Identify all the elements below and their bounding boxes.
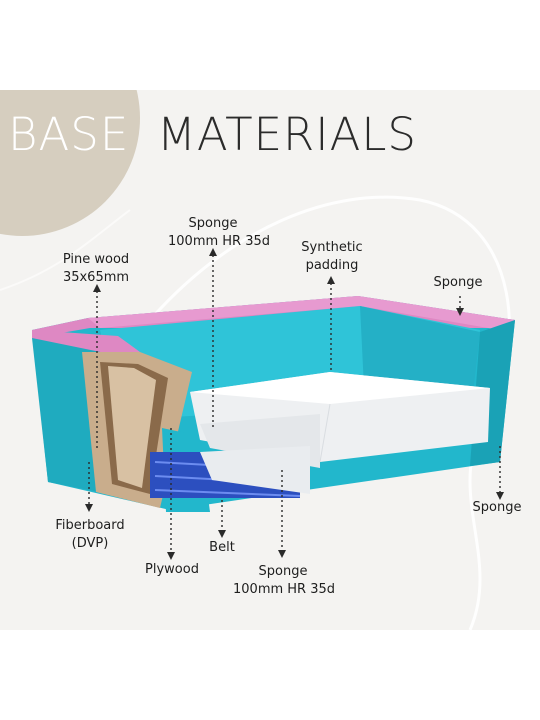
label-pine-wood: Pine wood 35x65mm [40,251,152,287]
label-synthetic-line1: Synthetic [301,240,363,255]
label-plywood: Plywood [145,562,199,577]
wood-inner-panel [108,366,156,488]
label-sponge-right-bottom: Sponge [472,500,522,515]
padding-seam [319,403,331,463]
label-sponge-top-line2: 100mm HR 35d [168,234,271,249]
label-belt: Belt [209,540,235,555]
leader-lines [88,250,501,556]
beige-circle [0,90,140,236]
padding-top-face [190,372,490,404]
label-pine-wood-line1: Pine wood [62,252,130,267]
label-sponge-bottom: Sponge 100mm HR 35d [233,563,336,599]
label-sponge-right-top: Sponge [433,275,483,290]
title-word-base: BASE [8,108,130,161]
label-fiberboard: Fiberboard (DVP) [40,517,140,553]
label-synthetic-padding: Synthetic padding [286,239,378,275]
label-fiberboard-line2: (DVP) [71,536,109,551]
background-decoration [0,90,511,630]
title-word-materials: MATERIALS [157,108,417,161]
decorative-curve-small [0,209,131,291]
label-sponge-bottom-line1: Sponge [258,564,308,579]
label-sponge-top: Sponge 100mm HR 35d [168,215,271,251]
label-sponge-top-line1: Sponge [188,216,238,231]
label-synthetic-line2: padding [305,258,359,273]
label-pine-wood-line2: 35x65mm [62,270,130,285]
label-sponge-bottom-line2: 100mm HR 35d [233,582,336,597]
label-fiberboard-line1: Fiberboard [55,518,125,533]
leader-arrowheads [85,248,504,560]
pink-top-highlight [88,296,515,330]
decorative-curve [148,195,511,630]
left-arm-pink [32,330,140,356]
